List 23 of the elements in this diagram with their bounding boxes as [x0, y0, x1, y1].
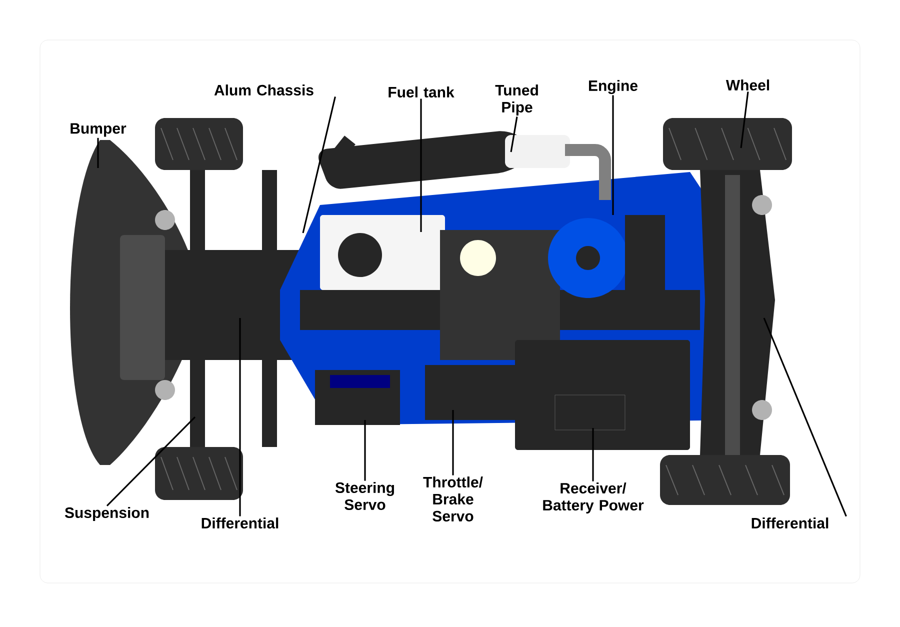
part-label: Fuel tank [388, 86, 454, 98]
leader-line [239, 318, 241, 516]
part-label: Steering Servo [335, 482, 394, 510]
part-label: Throttle/ Brake Servo [423, 476, 483, 522]
leader-line [592, 428, 594, 482]
part-label: Receiver/ Battery Power [543, 482, 644, 514]
part-label: Suspension [64, 507, 149, 521]
leader-line [302, 96, 336, 234]
leader-line [420, 98, 422, 232]
part-label: Engine [589, 80, 638, 94]
part-label: Wheel [726, 80, 770, 90]
part-label: Differential [202, 518, 278, 528]
leader-line [452, 410, 454, 476]
leader-line [364, 420, 366, 481]
leader-line [510, 116, 518, 152]
part-label: Bumper [70, 123, 126, 137]
part-label: Alum Chassis [214, 84, 314, 96]
leader-line [612, 95, 614, 215]
part-label: Tuned Pipe [495, 84, 538, 116]
leader-line [740, 92, 749, 148]
leader-line [106, 416, 196, 506]
part-label: Differential [752, 518, 828, 528]
leader-line [763, 318, 847, 517]
